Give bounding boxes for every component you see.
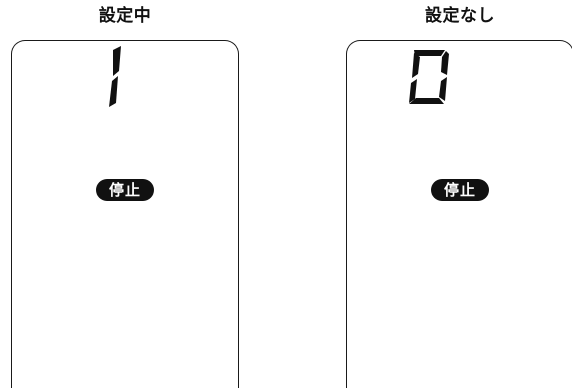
segment-a (414, 50, 445, 56)
segment-b (113, 46, 121, 76)
segment-f (412, 53, 420, 78)
seven-segment-digit: 1 (109, 46, 121, 107)
segment-e (409, 79, 417, 103)
stop-status-badge: 停止 (431, 179, 489, 201)
segment-d (409, 98, 444, 104)
lcd-display-setting-none: 0 停止 (346, 40, 572, 388)
lcd-display-setting-active: 1 停止 (11, 40, 239, 388)
stop-status-badge: 停止 (96, 179, 154, 201)
seven-segment-digit: 0 (409, 50, 449, 104)
panel-title-setting-active: 設定中 (98, 6, 152, 26)
segment-c (109, 76, 118, 107)
panel-title-setting-none: 設定なし (425, 6, 495, 26)
segment-b (441, 51, 449, 75)
segment-c (439, 77, 447, 101)
